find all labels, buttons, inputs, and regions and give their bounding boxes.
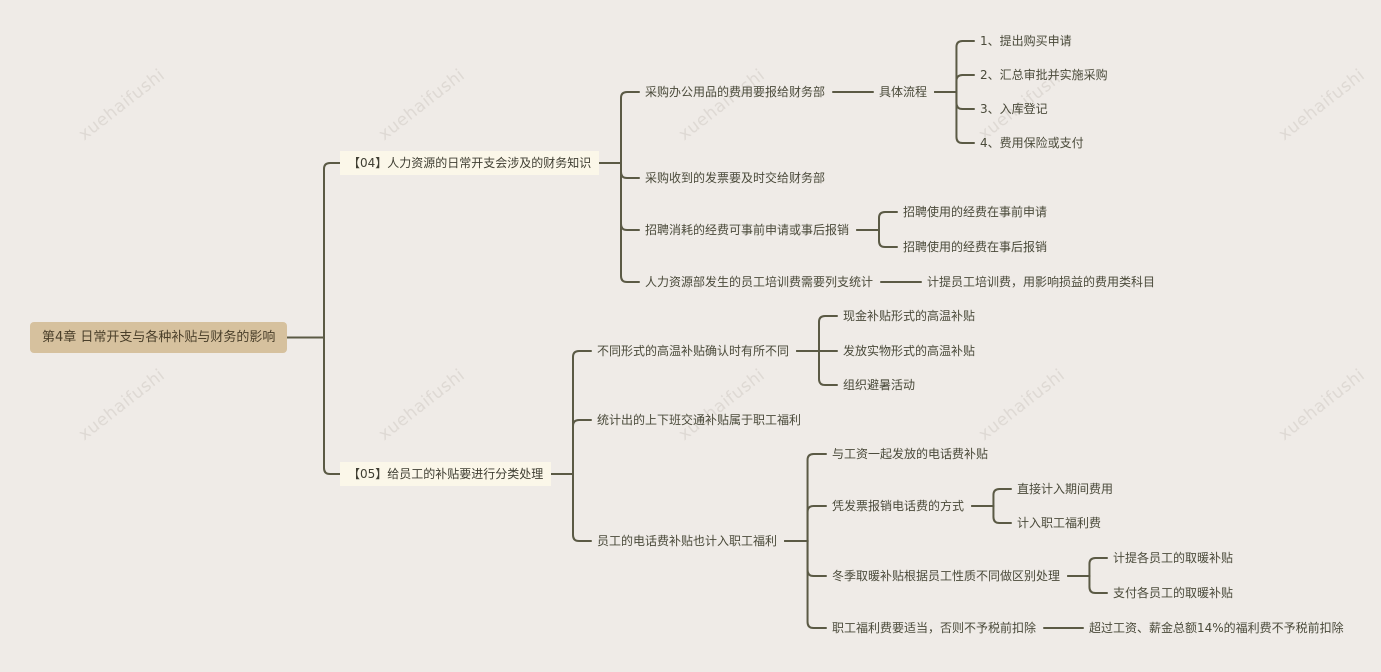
branch-1-item-2-1-1[interactable]: 计入职工福利费: [1017, 517, 1101, 529]
branch-0-item-0-0[interactable]: 具体流程: [879, 86, 927, 98]
branch-1-item-2-label: 员工的电话费补贴也计入职工福利: [597, 534, 778, 548]
branch-0-item-3-label: 人力资源部发生的员工培训费需要列支统计: [645, 275, 874, 289]
branch-1-item-1[interactable]: 统计出的上下班交通补贴属于职工福利: [597, 414, 801, 426]
root-node[interactable]: 第4章 日常开支与各种补贴与财务的影响: [30, 321, 288, 353]
branch-1[interactable]: 【05】给员工的补贴要进行分类处理: [340, 462, 552, 486]
branch-0[interactable]: 【04】人力资源的日常开支会涉及的财务知识: [340, 151, 600, 175]
branch-0-item-2-0-label: 招聘使用的经费在事前申请: [903, 205, 1048, 219]
branch-1-item-2-3-label: 职工福利费要适当，否则不予税前扣除: [832, 621, 1037, 635]
branch-0-item-2-0[interactable]: 招聘使用的经费在事前申请: [903, 206, 1047, 218]
connector-line: [796, 350, 838, 386]
connector-line: [934, 74, 975, 93]
branch-1-item-2-1-0-label: 直接计入期间费用: [1017, 482, 1114, 496]
connector-line: [934, 91, 975, 144]
branch-0-item-0-0-1[interactable]: 2、汇总审批并实施采购: [980, 69, 1108, 81]
branch-1-item-2-2[interactable]: 冬季取暖补贴根据员工性质不同做区别处理: [832, 570, 1060, 582]
connector-line: [971, 488, 1012, 507]
connector-line: [971, 505, 1012, 524]
branch-1-item-2-1-0[interactable]: 直接计入期间费用: [1017, 483, 1113, 495]
branch-1-item-2-2-1[interactable]: 支付各员工的取暖补贴: [1113, 587, 1233, 599]
connector-line: [550, 419, 592, 475]
connector-line: [598, 162, 640, 283]
branch-0-item-0-0-label: 具体流程: [879, 85, 928, 99]
branch-1-item-0-1-label: 发放实物形式的高温补贴: [843, 344, 976, 358]
branch-1-item-1-label: 统计出的上下班交通补贴属于职工福利: [597, 413, 802, 427]
connector-line: [784, 505, 827, 542]
connector-line: [286, 336, 341, 475]
root-node-label: 第4章 日常开支与各种补贴与财务的影响: [42, 329, 276, 345]
branch-0-item-2-1-label: 招聘使用的经费在事后报销: [903, 240, 1048, 254]
branch-1-item-0-2-label: 组织避暑活动: [843, 378, 916, 392]
branch-0-item-2[interactable]: 招聘消耗的经费可事前申请或事后报销: [645, 224, 849, 236]
branch-1-item-0[interactable]: 不同形式的高温补贴确认时有所不同: [597, 345, 789, 357]
branch-1-item-0-2[interactable]: 组织避暑活动: [843, 379, 915, 391]
connector-line: [598, 162, 640, 179]
branch-1-item-2-1-1-label: 计入职工福利费: [1017, 516, 1102, 530]
branch-0-label: 【04】人力资源的日常开支会涉及的财务知识: [348, 156, 592, 170]
connector-line: [934, 40, 975, 93]
connector-line: [796, 315, 838, 352]
branch-1-item-2[interactable]: 员工的电话费补贴也计入职工福利: [597, 535, 777, 547]
branch-0-item-0-0-3[interactable]: 4、费用保险或支付: [980, 137, 1084, 149]
branch-1-item-2-2-label: 冬季取暖补贴根据员工性质不同做区别处理: [832, 569, 1061, 583]
branch-0-item-0-0-0[interactable]: 1、提出购买申请: [980, 35, 1072, 47]
connector-line: [1067, 575, 1108, 594]
branch-1-item-2-1-label: 凭发票报销电话费的方式: [832, 499, 965, 513]
connector-line: [598, 162, 640, 231]
connector-line: [550, 350, 592, 475]
branch-0-item-0-0-3-label: 4、费用保险或支付: [980, 136, 1084, 150]
connector-line: [784, 453, 827, 542]
branch-1-item-2-2-0-label: 计提各员工的取暖补贴: [1113, 551, 1234, 565]
branch-0-item-0[interactable]: 采购办公用品的费用要报给财务部: [645, 86, 825, 98]
branch-1-label: 【05】给员工的补贴要进行分类处理: [348, 467, 544, 481]
connector-line: [856, 211, 898, 231]
branch-1-item-0-1[interactable]: 发放实物形式的高温补贴: [843, 345, 975, 357]
branch-0-item-1[interactable]: 采购收到的发票要及时交给财务部: [645, 172, 825, 184]
connector-line: [856, 229, 898, 248]
branch-0-item-0-0-2-label: 3、入库登记: [980, 102, 1048, 116]
branch-1-item-0-0-label: 现金补贴形式的高温补贴: [843, 309, 976, 323]
branch-0-item-1-label: 采购收到的发票要及时交给财务部: [645, 171, 826, 185]
connector-line: [286, 162, 341, 339]
connector-line: [598, 91, 640, 164]
branch-1-item-2-0-label: 与工资一起发放的电话费补贴: [832, 447, 989, 461]
branch-1-item-0-label: 不同形式的高温补贴确认时有所不同: [597, 344, 790, 358]
branch-0-item-3-0[interactable]: 计提员工培训费，用影响损益的费用类科目: [927, 276, 1155, 288]
connector-line: [1067, 557, 1108, 577]
connector-line: [550, 473, 592, 542]
branch-0-item-2-label: 招聘消耗的经费可事前申请或事后报销: [645, 223, 850, 237]
branch-0-item-0-0-1-label: 2、汇总审批并实施采购: [980, 68, 1108, 82]
branch-1-item-2-2-0[interactable]: 计提各员工的取暖补贴: [1113, 552, 1233, 564]
branch-1-item-0-0[interactable]: 现金补贴形式的高温补贴: [843, 310, 975, 322]
branch-1-item-2-0[interactable]: 与工资一起发放的电话费补贴: [832, 448, 988, 460]
branch-1-item-2-3-0[interactable]: 超过工资、薪金总额14%的福利费不予税前扣除: [1089, 622, 1344, 634]
branch-1-item-2-1[interactable]: 凭发票报销电话费的方式: [832, 500, 964, 512]
branch-0-item-2-1[interactable]: 招聘使用的经费在事后报销: [903, 241, 1047, 253]
connector-line: [784, 540, 827, 577]
branch-1-item-2-3-0-label: 超过工资、薪金总额14%的福利费不予税前扣除: [1089, 621, 1344, 635]
branch-1-item-2-3[interactable]: 职工福利费要适当，否则不予税前扣除: [832, 622, 1036, 634]
branch-1-item-2-2-1-label: 支付各员工的取暖补贴: [1113, 586, 1234, 600]
branch-0-item-3[interactable]: 人力资源部发生的员工培训费需要列支统计: [645, 276, 873, 288]
branch-0-item-3-0-label: 计提员工培训费，用影响损益的费用类科目: [927, 275, 1156, 289]
branch-0-item-0-label: 采购办公用品的费用要报给财务部: [645, 85, 826, 99]
branch-0-item-0-0-0-label: 1、提出购买申请: [980, 34, 1072, 48]
connector-line: [934, 91, 975, 110]
branch-0-item-0-0-2[interactable]: 3、入库登记: [980, 103, 1048, 115]
connector-line: [784, 540, 827, 629]
